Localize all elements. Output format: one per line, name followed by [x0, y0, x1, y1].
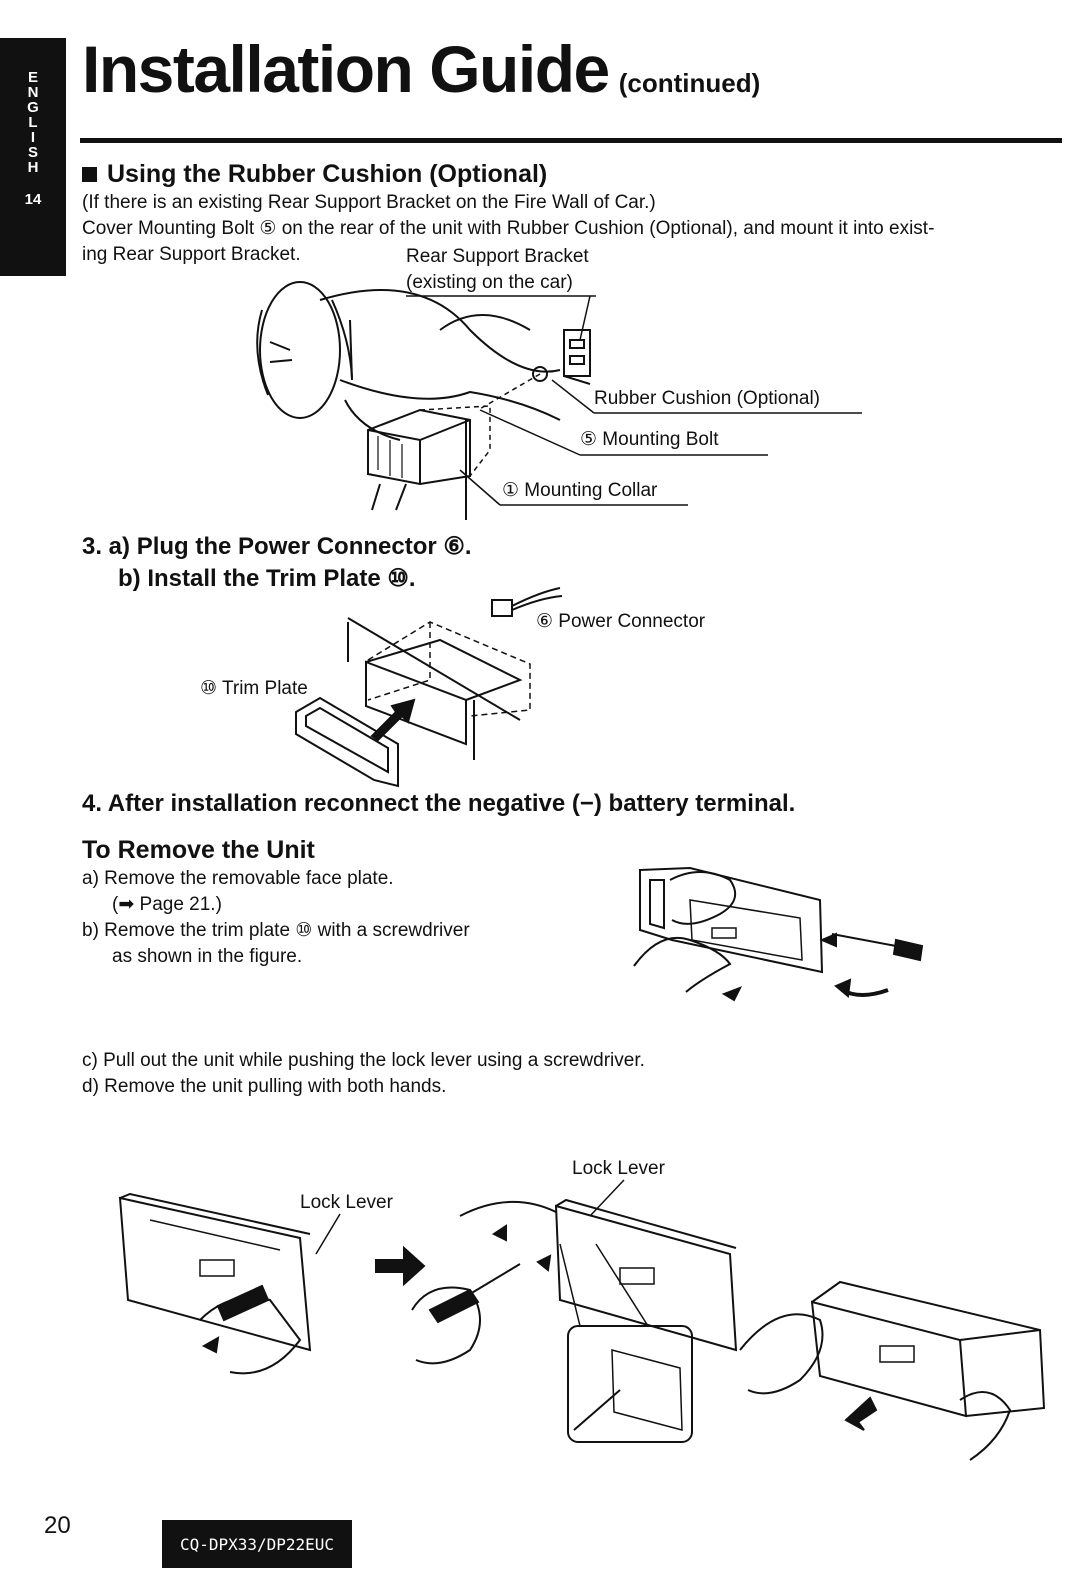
bracket-label: Rear Support Bracket [406, 246, 589, 267]
bolt-label: ⑤ Mounting Bolt [580, 429, 719, 450]
page-title: Installation Guide(continued) [82, 36, 760, 102]
cushion-label: Rubber Cushion (Optional) [594, 388, 821, 409]
language-letters: E N G L I S H [27, 70, 39, 175]
section-body-line1: Cover Mounting Bolt ⑤ on the rear of the… [82, 218, 935, 239]
remove-step-c: c) Pull out the unit while pushing the l… [82, 1050, 645, 1071]
section-body-line2: ing Rear Support Bracket. [82, 244, 301, 265]
bracket-label-sub: (existing on the car) [406, 272, 573, 293]
section-note: (If there is an existing Rear Support Br… [82, 192, 656, 213]
section-heading: Using the Rubber Cushion (Optional) [82, 160, 547, 189]
tab-letter: H [27, 159, 39, 176]
step3-line-a: 3. a) Plug the Power Connector ⑥. [82, 533, 472, 560]
language-tab: E N G L I S H 14 [0, 38, 66, 276]
lock-lever-label-right: Lock Lever [572, 1158, 665, 1179]
remove-heading: To Remove the Unit [82, 836, 315, 864]
tab-letter: N [27, 84, 39, 101]
step3-line-b: b) Install the Trim Plate ⑩. [118, 565, 416, 592]
tab-letter: I [30, 129, 36, 146]
title-rule [80, 138, 1062, 143]
page-number: 20 [44, 1512, 71, 1539]
power-connector-label: ⑥ Power Connector [536, 611, 706, 632]
step4-text: 4. After installation reconnect the nega… [82, 790, 796, 817]
tab-page-number: 14 [24, 191, 42, 208]
remove-step-b: b) Remove the trim plate ⑩ with a screwd… [82, 920, 470, 941]
bullet-square-icon [82, 167, 97, 182]
remove-step-a-ref: (➡ Page 21.) [112, 894, 222, 915]
title-suffix: (continued) [618, 68, 761, 98]
tab-letter: S [27, 144, 38, 161]
collar-label: ① Mounting Collar [502, 480, 658, 501]
section-heading-text: Using the Rubber Cushion (Optional) [107, 160, 548, 188]
tab-letter: G [27, 99, 39, 116]
tab-letter: L [28, 114, 38, 131]
tab-letter: E [27, 69, 38, 86]
remove-step-a: a) Remove the removable face plate. [82, 868, 394, 889]
lock-lever-label-left: Lock Lever [300, 1192, 393, 1213]
model-badge: CQ-DPX33/DP22EUC [162, 1520, 352, 1568]
trim-plate-label: ⑩ Trim Plate [200, 678, 308, 699]
title-main: Installation Guide [82, 32, 610, 106]
remove-step-b-cont: as shown in the figure. [112, 946, 303, 967]
remove-step-d: d) Remove the unit pulling with both han… [82, 1076, 447, 1097]
